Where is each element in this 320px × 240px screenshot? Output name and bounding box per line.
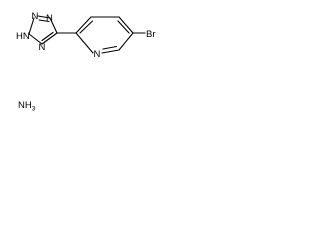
bond-c4-c5-double	[117, 20, 130, 34]
bond-n3-n1	[28, 17, 35, 35]
pyridine-ring	[75, 16, 134, 54]
atom-label-n4: N	[39, 42, 46, 53]
bond-n1-n2	[37, 15, 51, 19]
atom-label-n: N	[23, 31, 30, 42]
atom-label-pyridine-n: N	[94, 49, 101, 60]
bond-n1-n2-double	[38, 19, 50, 23]
ammonia-label: NH3	[18, 100, 36, 113]
bond-n2-c5	[49, 17, 58, 34]
bond-c5-n4	[41, 32, 58, 45]
atom-label-br: Br	[146, 29, 156, 40]
atom-label-n2: N	[46, 13, 53, 24]
bond-c5-n4-double	[41, 31, 54, 42]
bond-c6-n1	[101, 49, 120, 54]
atom-label-n1: N	[32, 11, 39, 22]
ammonia-symbol: NH	[18, 100, 32, 111]
bond-c4-c5	[118, 16, 134, 34]
ammonia-subscript: 3	[32, 106, 36, 113]
bond-c6-n1-double	[102, 45, 118, 50]
bond-c2-c3	[75, 16, 92, 34]
chemical-structure-diagram: N N HN N N Br NH3	[16, 11, 156, 113]
bond-n1-c2	[75, 32, 94, 54]
atom-label-h: H	[16, 31, 23, 42]
tetrazole-ring	[28, 15, 58, 45]
atom-label-n3-nh: HN	[16, 31, 30, 42]
bond-n4-n3	[28, 33, 43, 45]
bond-c2-c3-double	[79, 20, 94, 34]
bond-c5-c6	[118, 32, 134, 51]
